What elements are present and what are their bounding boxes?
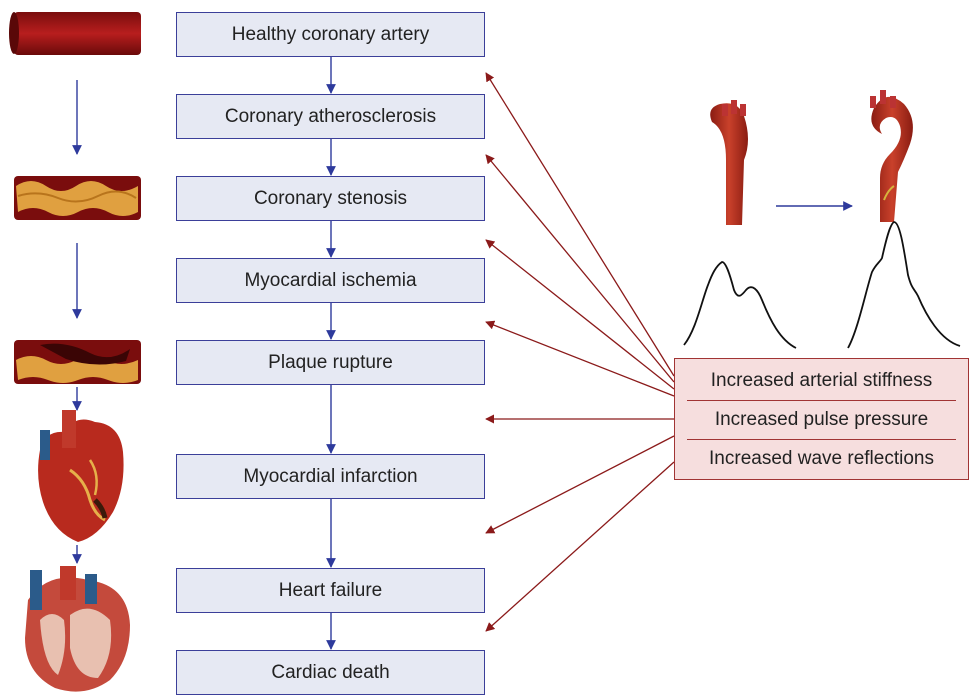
flow-step-infarction: Myocardial infarction — [176, 454, 485, 499]
flow-step-atherosclerosis: Coronary atherosclerosis — [176, 94, 485, 139]
flow-step-plaque-rupture: Plaque rupture — [176, 340, 485, 385]
flow-step-cardiac-death: Cardiac death — [176, 650, 485, 695]
flow-step-label: Coronary atherosclerosis — [225, 106, 436, 128]
effect-arterial-stiffness: Increased arterial stiffness — [685, 361, 958, 401]
atherosclerotic-artery-icon — [14, 176, 141, 220]
effect-arrows — [486, 73, 674, 631]
healthy-artery-icon — [9, 12, 141, 55]
flow-step-stenosis: Coronary stenosis — [176, 176, 485, 221]
effect-pulse-pressure: Increased pulse pressure — [685, 400, 958, 440]
stiff-pressure-waveform-icon — [848, 222, 960, 348]
flow-step-label: Coronary stenosis — [254, 188, 407, 210]
flow-step-healthy-artery: Healthy coronary artery — [176, 12, 485, 57]
ruptured-plaque-artery-icon — [14, 340, 141, 384]
arterial-stiffness-effects-box: Increased arterial stiffness Increased p… — [674, 358, 969, 480]
normal-aorta-icon — [710, 100, 748, 225]
flow-step-heart-failure: Heart failure — [176, 568, 485, 613]
flow-step-label: Plaque rupture — [268, 352, 393, 374]
flow-step-label: Myocardial ischemia — [244, 270, 416, 292]
flow-step-label: Myocardial infarction — [243, 466, 417, 488]
flow-step-label: Heart failure — [279, 580, 383, 602]
infarcted-heart-icon — [38, 410, 123, 542]
flow-step-label: Cardiac death — [271, 662, 389, 684]
flow-step-label: Healthy coronary artery — [232, 24, 429, 46]
effect-wave-reflections: Increased wave reflections — [685, 439, 958, 479]
normal-pressure-waveform-icon — [684, 262, 796, 348]
flow-step-ischemia: Myocardial ischemia — [176, 258, 485, 303]
stiff-aorta-icon — [870, 90, 913, 222]
failing-heart-icon — [25, 566, 130, 692]
